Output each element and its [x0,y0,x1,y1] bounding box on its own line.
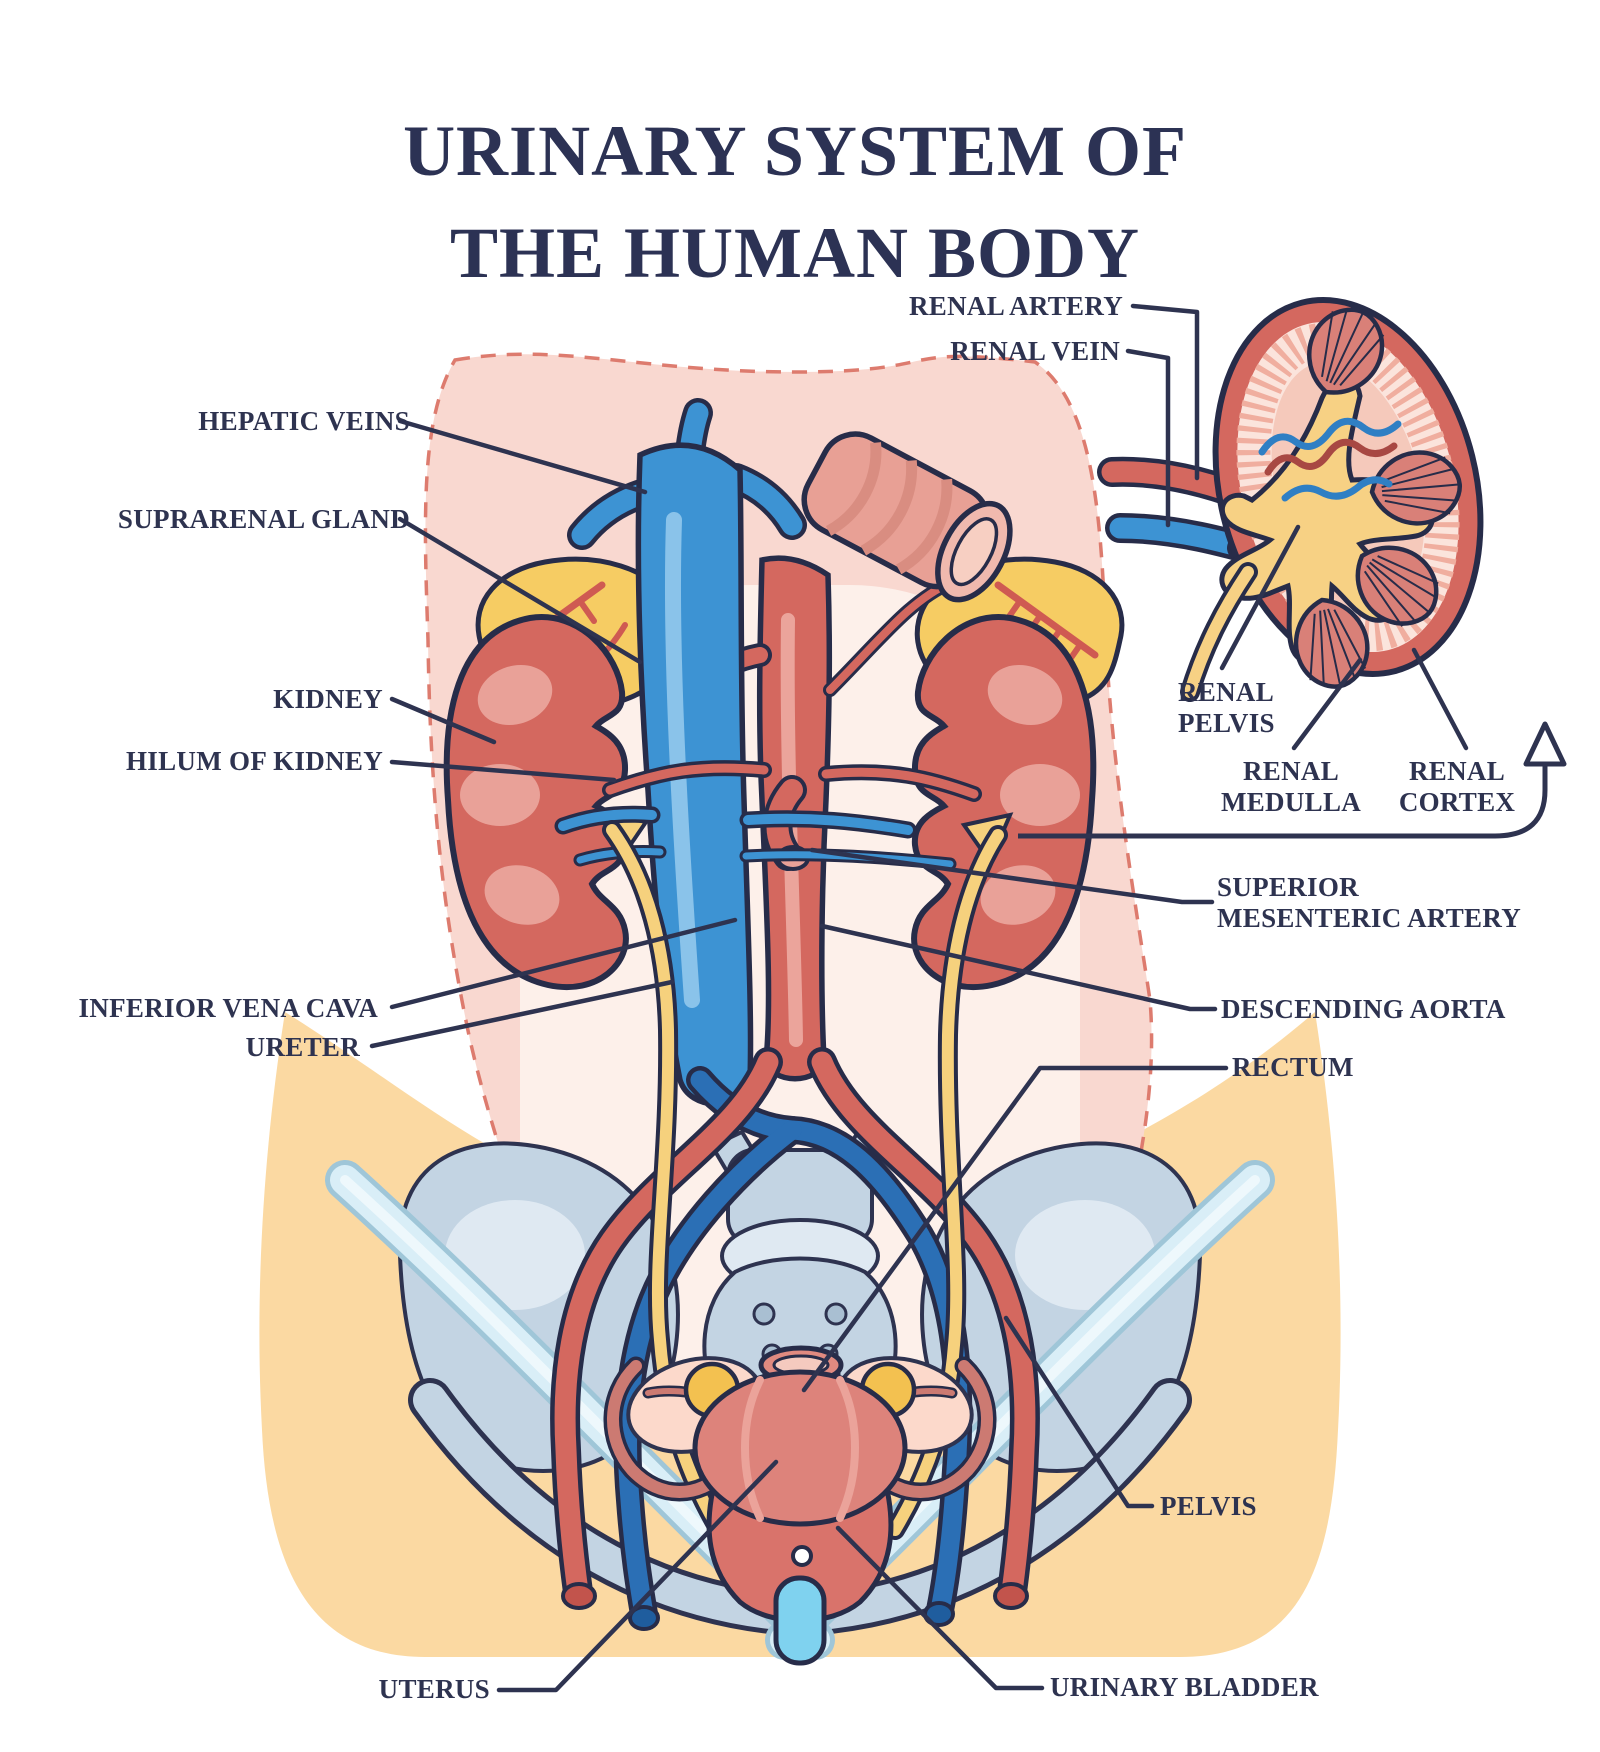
leader-ureter [369,979,675,1049]
urethra-shape [773,1575,827,1666]
label-hepatic-veins: HEPATIC VEINS [198,406,410,436]
leader-lines [369,303,1469,1693]
label-renal-medulla: RENAL MEDULLA [1220,756,1362,817]
label-renal-cortex: RENAL CORTEX [1398,756,1516,817]
leader-descending-aorta [819,923,1218,1012]
leader-hilum [389,759,617,783]
title-line-2: THE HUMAN BODY [449,213,1141,293]
label-suprarenal-gland: SUPRARENAL GLAND [117,504,410,534]
leader-rectum [801,1065,1229,1393]
leader-renal-vein [1125,348,1171,528]
uterus-shape [692,1369,908,1527]
label-descending-aorta: DESCENDING AORTA [1221,994,1506,1024]
leader-hepatic-veins [397,418,648,495]
label-superior-mesenteric-artery: SUPERIOR MESENTERIC ARTERY [1217,872,1522,933]
crotch-gap [754,1657,850,1752]
label-hilum-of-kidney: HILUM OF KIDNEY [125,746,383,776]
label-renal-pelvis: RENAL PELVIS [1178,677,1275,738]
leader-kidney [389,696,497,745]
label-ureter: URETER [245,1032,360,1062]
zoom-arrow-icon [1018,721,1567,839]
leader-ivc [389,917,738,1010]
leader-renal-pelvis [1219,524,1301,671]
diagram-title: URINARY SYSTEM OF THE HUMAN BODY [250,100,1340,304]
label-renal-artery: RENAL ARTERY [909,291,1123,321]
inset-capillaries [1258,417,1402,502]
left-kidney [443,614,629,990]
iliac-arteries [550,1047,1040,1610]
label-renal-vein: RENAL VEIN [950,336,1120,366]
label-urinary-bladder: URINARY BLADDER [1050,1672,1319,1702]
leader-uterus [496,1459,779,1693]
leader-sma [809,847,1215,905]
leader-suprarenal-gland [397,516,643,665]
title-line-1: URINARY SYSTEM OF [403,111,1187,191]
renal-vessels [554,760,982,871]
leader-renal-artery [1130,303,1200,481]
kidney-inset [1097,272,1484,702]
label-kidney: KIDNEY [273,684,383,714]
label-pelvis: PELVIS [1160,1491,1257,1521]
label-uterus: UTERUS [378,1674,490,1704]
right-kidney [911,614,1097,990]
uterus-bladder-group [603,1345,997,1666]
leader-renal-medulla [1291,657,1363,751]
leader-renal-cortex [1411,647,1469,751]
label-rectum: RECTUM [1232,1052,1354,1082]
cut-vessel-tube [801,431,1013,603]
leader-urinary-bladder [835,1525,1045,1691]
label-inferior-vena-cava: INFERIOR VENA CAVA [78,993,378,1023]
leader-pelvis [1003,1315,1155,1509]
